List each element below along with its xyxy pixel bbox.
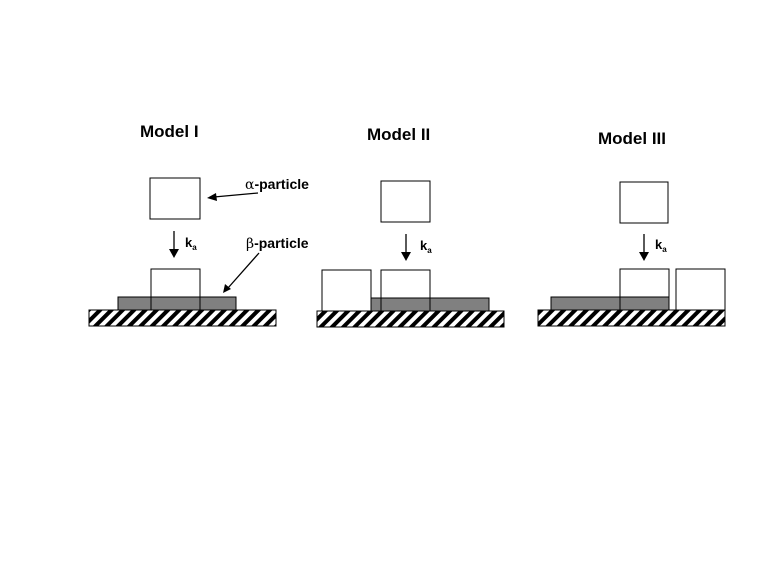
model-3-title: Model III [598,129,666,148]
beta-label-text: -particle [254,235,309,251]
model-3-beta-film [550,296,670,311]
model-1-incoming-alpha-particle [149,177,201,220]
model-2-title: Model II [367,125,430,144]
model-1-substrate [88,309,277,327]
model-1-rate-constant: ka [185,235,197,252]
model-2-substrate [316,310,505,328]
model-2-rate-constant: ka [420,238,432,255]
model-1-beta-film [117,296,237,311]
model-3-neighbor-alpha-particle [675,268,726,311]
model-1-adsorbed-alpha-particle [150,268,201,298]
model-3-panel: Model III ka [537,129,726,327]
model-1-adsorption-arrow [169,231,179,258]
beta-pointer-arrow [223,252,260,293]
model-3-incoming-alpha-particle [619,181,669,224]
model-2-panel: Model II ka [316,125,505,328]
alpha-pointer-arrow [207,192,259,201]
svg-text:α-particle: α-particle [245,176,309,193]
model-1-title: Model I [140,122,199,141]
beta-particle-label: β-particle [246,235,309,252]
model-3-substrate [537,309,726,327]
alpha-particle-label: α-particle [245,176,309,193]
alpha-label-text: -particle [254,176,309,192]
beta-symbol: β [246,236,254,252]
model-2-adsorption-arrow [401,234,411,261]
model-1-panel: Model I α-particle ka β-particle [88,122,309,327]
model-3-adsorbed-alpha-particle [619,268,670,298]
alpha-symbol: α [245,177,255,193]
model-3-rate-constant: ka [655,237,667,254]
model-2-neighbor-alpha-particle [321,269,372,312]
svg-text:β-particle: β-particle [246,235,309,252]
model-2-adsorbed-alpha-particle [380,269,431,299]
model-2-incoming-alpha-particle [380,180,431,223]
model-3-adsorption-arrow [639,234,649,261]
